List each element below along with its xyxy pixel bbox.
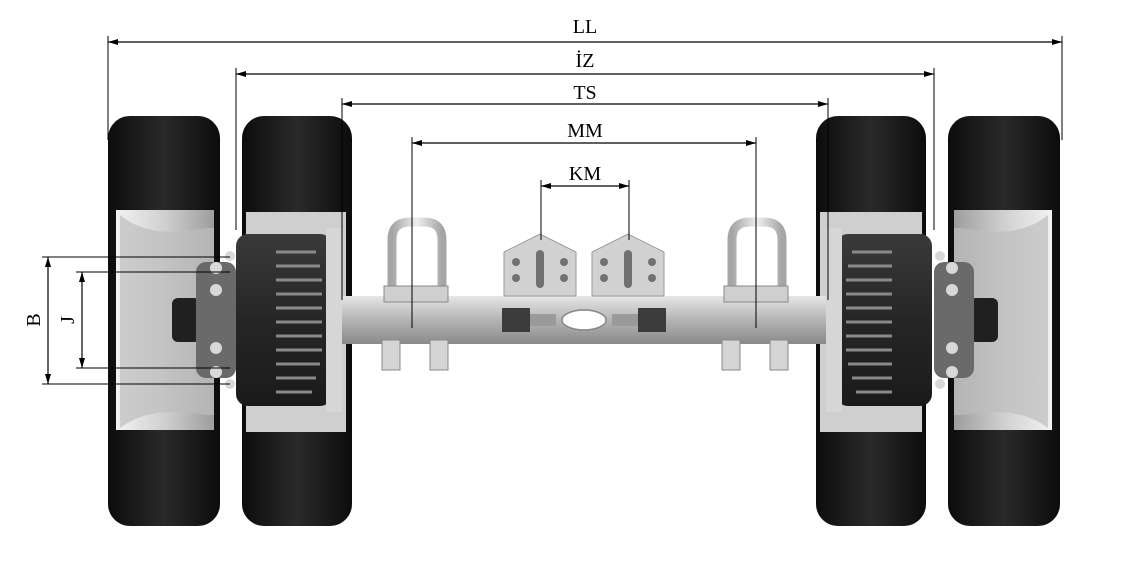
dimension-b: B — [23, 256, 230, 385]
spring-bracket-icon — [502, 233, 666, 332]
brake-drum-left — [236, 228, 342, 412]
spring-bracket-left — [503, 233, 577, 297]
dimension-label-mm: MM — [567, 120, 603, 142]
hub-right — [934, 251, 998, 389]
dimension-label-km: KM — [569, 163, 601, 185]
dimension-j: J — [57, 271, 230, 369]
dimension-ts: TS — [341, 82, 829, 300]
dimension-km: KM — [540, 163, 630, 240]
camshaft-clamps — [502, 308, 666, 332]
tire-outer-left — [108, 116, 220, 526]
hub-left — [172, 251, 236, 389]
dimension-lines: LL İZ TS MM — [23, 16, 1063, 385]
spring-bracket-right — [591, 233, 665, 297]
dimension-ll: LL — [107, 16, 1063, 140]
u-bolt-left-seat — [381, 285, 449, 371]
brake-drum-right — [826, 228, 932, 412]
u-bolt-icon — [381, 217, 789, 371]
dimension-label-j: J — [57, 316, 79, 324]
dimension-label-ts: TS — [573, 82, 596, 104]
dimension-label-ll: LL — [573, 16, 597, 38]
brake-drum-icon — [236, 228, 932, 412]
dimension-mm: MM — [411, 120, 757, 328]
dimension-iz: İZ — [235, 49, 935, 230]
axle-beam — [342, 296, 826, 344]
dimension-label-b: B — [23, 313, 45, 326]
u-bolt-right-seat — [721, 285, 789, 371]
tire-outer-right — [948, 116, 1060, 526]
u-bolt-left — [387, 217, 447, 300]
dimension-label-iz: İZ — [576, 49, 595, 72]
u-bolt-right — [727, 217, 787, 300]
